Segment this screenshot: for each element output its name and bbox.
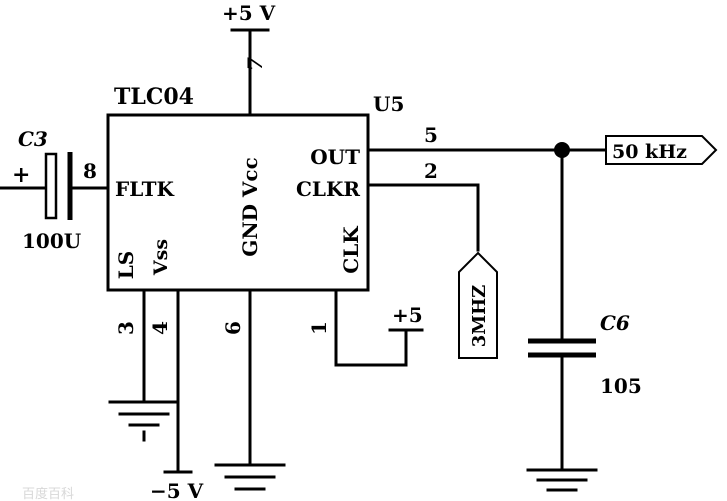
pin-label-clkr: CLKR [296, 177, 360, 201]
c6-ref-label: C6 [600, 311, 630, 335]
supply-top-label: +5 V [222, 1, 276, 25]
pin-label-out: OUT [310, 145, 360, 169]
pin-number-vcc: 7 [243, 57, 267, 71]
ground-c6-icon [526, 468, 598, 492]
pin-label-gnd-vcc: GND Vcc [238, 157, 262, 257]
ground-gnd-icon [214, 463, 286, 491]
supply-negative-label: −5 V [150, 479, 204, 501]
pin-number-clkr: 2 [424, 159, 438, 183]
port-50khz-label: 50 kHz [612, 141, 687, 163]
pin-number-clk: 1 [307, 321, 331, 335]
c3-ref-label: C3 [18, 127, 48, 151]
port-3mhz-label: 3MHZ [469, 285, 490, 348]
pin-number-vss: 4 [148, 321, 172, 335]
pin-number-fltk: 8 [83, 159, 97, 183]
ic-ref-label: U5 [373, 92, 404, 116]
pin-label-clk: CLK [339, 226, 363, 274]
port-3mhz-shape [458, 251, 498, 359]
c3-value-label: 100U [22, 229, 81, 253]
pin-number-ls: 3 [114, 321, 138, 335]
c3-polarity-label: + [12, 162, 30, 188]
pin-number-gnd: 6 [221, 321, 245, 335]
pin-label-ls: LS [114, 251, 138, 280]
pin-number-out: 5 [424, 123, 438, 147]
wire-clk-tie [334, 288, 408, 367]
ground-ls-icon [108, 400, 180, 442]
pin-label-vss: Vss [150, 239, 172, 276]
ic-body [106, 113, 370, 292]
supply-clk-label: +5 [392, 303, 423, 327]
ic-part-label: TLC04 [114, 84, 194, 110]
port-50khz-shape [605, 135, 718, 165]
pin-label-fltk: FLTK [115, 177, 175, 201]
c3-plate-positive [44, 152, 58, 220]
c6-value-label: 105 [600, 374, 642, 398]
watermark: 百度百科 [22, 486, 74, 501]
